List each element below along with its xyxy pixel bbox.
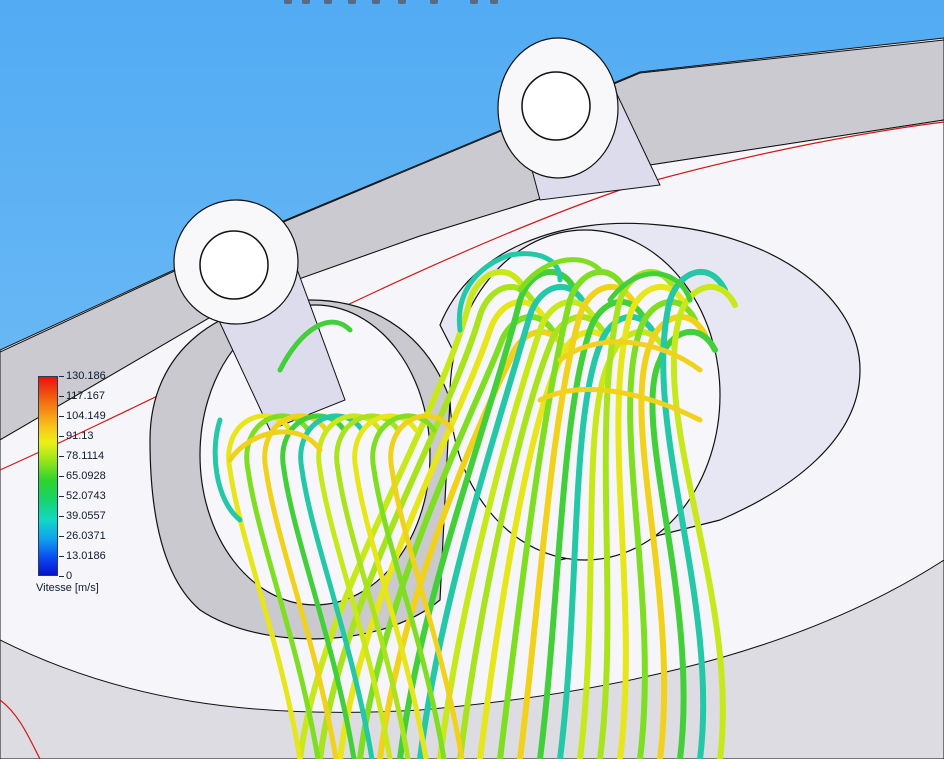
legend-tick — [59, 516, 64, 517]
streamline — [297, 268, 528, 759]
streamline — [607, 271, 693, 303]
legend-value-label: 65.0928 — [66, 470, 106, 482]
heads-up-toolbar[interactable] — [280, 0, 540, 6]
legend-tick — [59, 396, 64, 397]
streamline — [262, 413, 339, 759]
legend-tick — [59, 476, 64, 477]
streamlines — [212, 251, 738, 759]
streamline — [615, 283, 688, 759]
legend-title: Vitesse [m/s] — [36, 582, 99, 594]
zoom-icon[interactable] — [324, 0, 332, 4]
legend-value-label: 130.186 — [66, 370, 106, 382]
legend-tick — [59, 496, 64, 497]
legend-value-label: 104.149 — [66, 410, 106, 422]
streamline — [437, 298, 598, 759]
render-icon[interactable] — [490, 0, 498, 4]
streamline — [280, 413, 357, 759]
streamline — [277, 319, 353, 373]
streamline — [557, 339, 703, 373]
streamline — [517, 257, 603, 293]
legend-tick — [59, 436, 64, 437]
legend-value-label: 13.0186 — [66, 550, 106, 562]
streamline — [316, 413, 393, 759]
rotate-icon[interactable] — [302, 0, 310, 4]
streamline — [244, 413, 321, 759]
streamline — [517, 283, 638, 759]
scene-icon[interactable] — [470, 0, 478, 4]
streamline — [212, 417, 243, 523]
boundary-line-lower — [0, 699, 41, 759]
streamline — [352, 413, 429, 759]
streamline — [334, 413, 411, 759]
streamline — [649, 328, 718, 759]
legend-value-label: 0 — [66, 570, 73, 582]
streamline — [497, 268, 628, 759]
color-legend[interactable]: 130.186 117.167 104.149 91.13 78.1114 65.0928… — [36, 366, 136, 598]
hide-show-icon[interactable] — [398, 0, 406, 4]
right-tube-bore — [521, 71, 591, 141]
legend-value-label: 117.167 — [66, 390, 105, 402]
left-tube-bore — [199, 230, 269, 300]
display-style-icon[interactable] — [372, 0, 380, 4]
legend-tick — [59, 416, 64, 417]
streamline — [627, 298, 698, 759]
streamline — [298, 413, 375, 759]
streamline — [227, 429, 323, 463]
legend-tick — [59, 556, 64, 557]
legend-value-label: 78.1114 — [66, 450, 105, 462]
streamline — [660, 268, 728, 759]
streamline — [370, 413, 447, 759]
legend-value-label: 26.0371 — [66, 530, 106, 542]
housing-lower-edge — [0, 559, 944, 759]
streamline — [226, 413, 303, 759]
view-orientation-icon[interactable] — [284, 0, 292, 4]
legend-color-bar — [38, 376, 58, 576]
streamline — [670, 283, 738, 759]
legend-value-label: 52.0743 — [66, 490, 106, 502]
legend-tick — [59, 576, 64, 577]
legend-tick — [59, 376, 64, 377]
legend-value-label: 91.13 — [66, 430, 94, 442]
legend-value-label: 39.0557 — [66, 510, 106, 522]
legend-tick — [59, 456, 64, 457]
section-view-icon[interactable] — [348, 0, 356, 4]
streamline — [537, 387, 703, 423]
legend-tick — [59, 536, 64, 537]
streamline — [388, 413, 465, 759]
appearance-icon[interactable] — [430, 0, 438, 4]
